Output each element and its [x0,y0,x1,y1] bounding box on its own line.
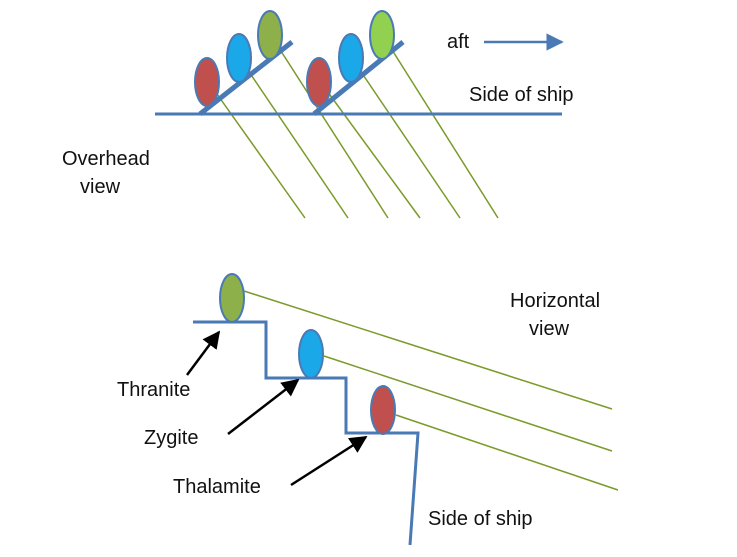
oar [206,79,306,219]
zygite-label: Zygite [144,427,198,449]
horizontal-view: Horizontal view Thranite Zygite Thalamit… [117,273,619,546]
overhead-oars [206,33,499,219]
thranite-label: Thranite [117,379,190,401]
aft-label: aft [447,31,470,53]
oar [395,414,619,491]
horizontal-view-label-line2: view [529,318,570,340]
hull-profile [193,320,420,546]
thranite-rower [257,10,283,60]
overhead-view-label-line2: view [80,176,121,198]
thalamite-rower [370,385,396,435]
thranite-rower [369,10,395,60]
overhead-view: aft Side of ship Overhead view [62,10,574,219]
side-of-ship-label-top: Side of ship [469,84,574,106]
zygite-pointer-arrow [227,378,300,435]
oar [323,355,613,452]
oar [238,56,349,219]
horizontal-view-label-line1: Horizontal [510,290,600,312]
thranite-pointer-arrow [185,330,221,376]
thalamite-rower [306,57,332,107]
zygite-rower [226,33,252,83]
oar [381,33,499,219]
thalamite-rower [194,57,220,107]
horizontal-oars [243,290,619,491]
thalamite-pointer-arrow [290,435,368,487]
oar [269,33,389,219]
overhead-view-label-line1: Overhead [62,148,150,170]
oar [318,79,421,219]
thalamite-label: Thalamite [173,476,261,498]
side-of-ship-label-bottom: Side of ship [428,508,533,530]
thranite-rower [219,273,245,323]
zygite-rower [298,329,324,379]
oar [350,56,461,219]
oar [243,290,613,410]
zygite-rower [338,33,364,83]
